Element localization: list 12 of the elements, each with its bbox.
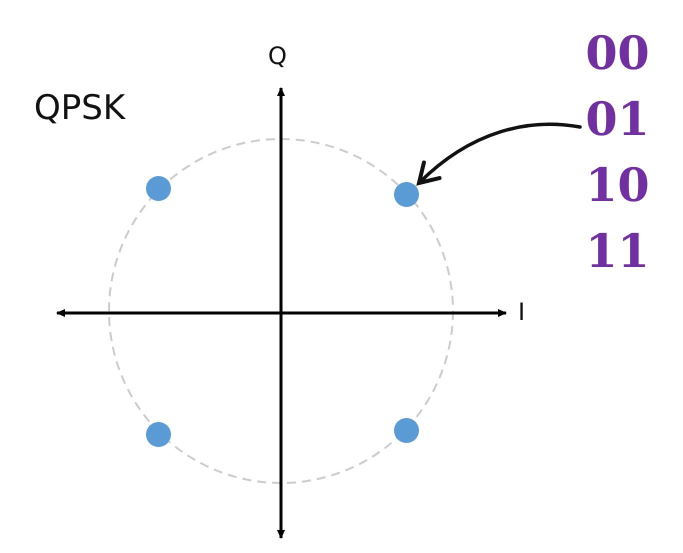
axis-label: Q xyxy=(268,42,287,70)
bit-pair: 11 xyxy=(585,223,650,280)
constellation-point xyxy=(146,422,171,447)
axis-label: I xyxy=(518,298,526,326)
constellation-point xyxy=(394,418,419,443)
bit-pair: 01 xyxy=(585,91,650,148)
bit-pair: 00 xyxy=(585,25,650,82)
chart-title: QPSK xyxy=(34,88,126,128)
constellation-point xyxy=(146,176,171,201)
bit-pair: 10 xyxy=(585,157,650,214)
curved-arrow xyxy=(417,122,582,185)
constellation-point xyxy=(394,182,419,207)
